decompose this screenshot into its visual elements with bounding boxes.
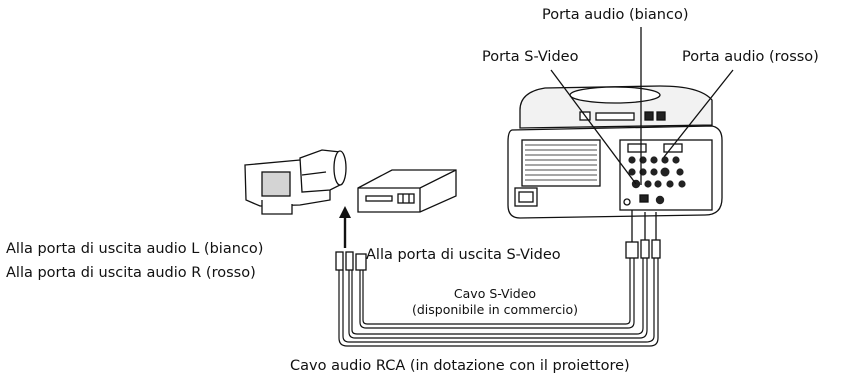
to-audio-l-label: Alla porta di uscita audio L (bianco) (6, 241, 264, 257)
audio-red-port-label: Porta audio (rosso) (682, 49, 819, 65)
to-audio-r-label: Alla porta di uscita audio R (rosso) (6, 265, 256, 281)
to-svideo-out-label: Alla porta di uscita S-Video (366, 247, 561, 263)
cable-plugs-projector (625, 210, 661, 259)
svideo-cable-label-line2: (disponibile in commercio) (412, 302, 578, 317)
rca-cable-label: Cavo audio RCA (in dotazione con il proi… (290, 358, 630, 374)
arrow-up-icon (339, 206, 351, 248)
audio-white-port-label: Porta audio (bianco) (542, 7, 689, 23)
cable-runs (338, 258, 659, 347)
svideo-port-label: Porta S-Video (482, 49, 579, 65)
camcorder-icon (244, 149, 347, 215)
vcr-icon (357, 169, 457, 213)
projector-icon (507, 85, 723, 219)
cable-plugs-vcr (335, 251, 367, 271)
svideo-cable-label-line1: Cavo S-Video (453, 286, 537, 301)
port-callouts (550, 27, 734, 185)
